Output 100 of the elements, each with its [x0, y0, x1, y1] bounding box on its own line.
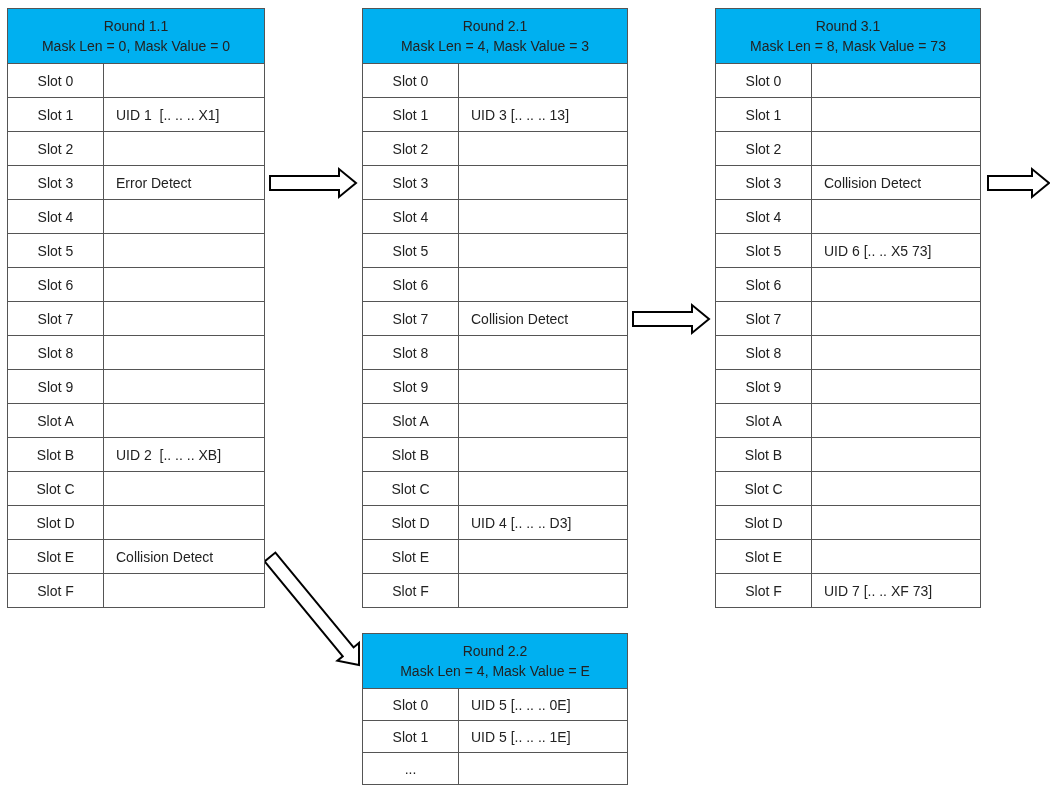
table-row	[8, 200, 264, 234]
table-row	[716, 200, 980, 234]
mask-parameters: Mask Len = 8, Mask Value = 73	[750, 37, 946, 56]
hollow-arrow	[987, 166, 1050, 200]
slot-label: Slot 5	[8, 234, 104, 267]
slot-result: UID 2 [.. .. .. XB]	[116, 445, 222, 465]
table-row	[363, 472, 627, 506]
table-row	[363, 438, 627, 472]
slot-result: UID 3 [.. .. .. 13]	[471, 105, 570, 125]
table-row	[8, 472, 264, 506]
table-row	[716, 404, 980, 438]
slot-result: UID 7 [.. .. XF 73]	[824, 581, 933, 601]
slot-label: Slot 7	[716, 302, 812, 335]
table-row	[363, 166, 627, 200]
round-title: Round 1.1	[103, 17, 169, 36]
table-row	[8, 438, 264, 472]
slot-label: Slot 4	[363, 200, 459, 233]
slot-label: Slot 6	[716, 268, 812, 301]
table-row	[363, 404, 627, 438]
slot-label: Slot 9	[716, 370, 812, 403]
table-row	[363, 234, 627, 268]
slot-label: Slot E	[8, 540, 104, 573]
slot-label: Slot 5	[363, 234, 459, 267]
table-row	[8, 506, 264, 540]
slot-label: Slot 8	[8, 336, 104, 369]
slot-table	[362, 633, 628, 785]
table-row	[363, 200, 627, 234]
slot-label: Slot D	[716, 506, 812, 539]
table-row	[363, 336, 627, 370]
slot-result: UID 4 [.. .. .. D3]	[471, 513, 572, 533]
slot-table	[715, 8, 981, 608]
table-row	[716, 336, 980, 370]
table-row	[8, 64, 264, 98]
slot-label: ...	[363, 753, 459, 784]
slot-label: Slot 4	[8, 200, 104, 233]
slot-label: Slot 8	[716, 336, 812, 369]
slot-label: Slot B	[8, 438, 104, 471]
slot-label: Slot 2	[716, 132, 812, 165]
slot-label: Slot D	[8, 506, 104, 539]
slot-label: Slot B	[716, 438, 812, 471]
table-row	[716, 166, 980, 200]
slot-result: UID 1 [.. .. .. X1]	[116, 105, 220, 125]
slot-label: Slot 0	[8, 64, 104, 97]
slot-result: Error Detect	[116, 173, 192, 193]
table-row	[716, 234, 980, 268]
slot-label: Slot 3	[716, 166, 812, 199]
slot-result: UID 5 [.. .. .. 1E]	[471, 727, 571, 747]
table-row	[716, 370, 980, 404]
slot-result: UID 6 [.. .. X5 73]	[824, 241, 932, 261]
slot-label: Slot 2	[363, 132, 459, 165]
mask-parameters: Mask Len = 0, Mask Value = 0	[41, 37, 231, 56]
slot-label: Slot 0	[716, 64, 812, 97]
slot-label: Slot 6	[8, 268, 104, 301]
slot-table	[362, 8, 628, 608]
table-row	[716, 98, 980, 132]
slot-label: Slot 1	[716, 98, 812, 131]
round-title: Round 2.1	[462, 17, 528, 36]
table-row	[8, 370, 264, 404]
slot-label: Slot F	[716, 574, 812, 607]
table-row	[363, 540, 627, 574]
slot-label: Slot A	[363, 404, 459, 437]
table-row	[8, 234, 264, 268]
table-row	[8, 268, 264, 302]
slot-label: Slot 1	[363, 721, 459, 752]
table-row	[716, 438, 980, 472]
slot-label: Slot 7	[8, 302, 104, 335]
slot-label: Slot B	[363, 438, 459, 471]
slot-label: Slot 0	[363, 689, 459, 720]
table-row	[716, 506, 980, 540]
table-row	[363, 132, 627, 166]
slot-table	[7, 8, 265, 608]
hollow-arrow	[263, 551, 360, 667]
table-row	[363, 268, 627, 302]
slot-result: Collision Detect	[471, 309, 569, 329]
slot-label: Slot F	[8, 574, 104, 607]
slot-label: Slot E	[363, 540, 459, 573]
slot-label: Slot 4	[716, 200, 812, 233]
slot-label: Slot E	[716, 540, 812, 573]
slot-label: Slot 6	[363, 268, 459, 301]
table-row	[8, 302, 264, 336]
slot-label: Slot 1	[8, 98, 104, 131]
table-row	[8, 166, 264, 200]
table-row	[363, 302, 627, 336]
slot-result: Collision Detect	[116, 547, 214, 567]
slot-label: Slot 1	[363, 98, 459, 131]
slot-result: Collision Detect	[824, 173, 922, 193]
slot-label: Slot 0	[363, 64, 459, 97]
hollow-arrow	[632, 302, 711, 336]
slot-label: Slot 3	[8, 166, 104, 199]
round-title: Round 3.1	[815, 17, 881, 36]
hollow-arrow	[269, 166, 358, 200]
table-row	[8, 336, 264, 370]
slot-label: Slot D	[363, 506, 459, 539]
slot-label: Slot 9	[363, 370, 459, 403]
slot-result: UID 5 [.. .. .. 0E]	[471, 695, 571, 715]
table-row	[363, 370, 627, 404]
mask-parameters: Mask Len = 4, Mask Value = 3	[400, 37, 590, 56]
table-row	[363, 689, 627, 721]
slot-label: Slot 9	[8, 370, 104, 403]
slot-label: Slot C	[8, 472, 104, 505]
